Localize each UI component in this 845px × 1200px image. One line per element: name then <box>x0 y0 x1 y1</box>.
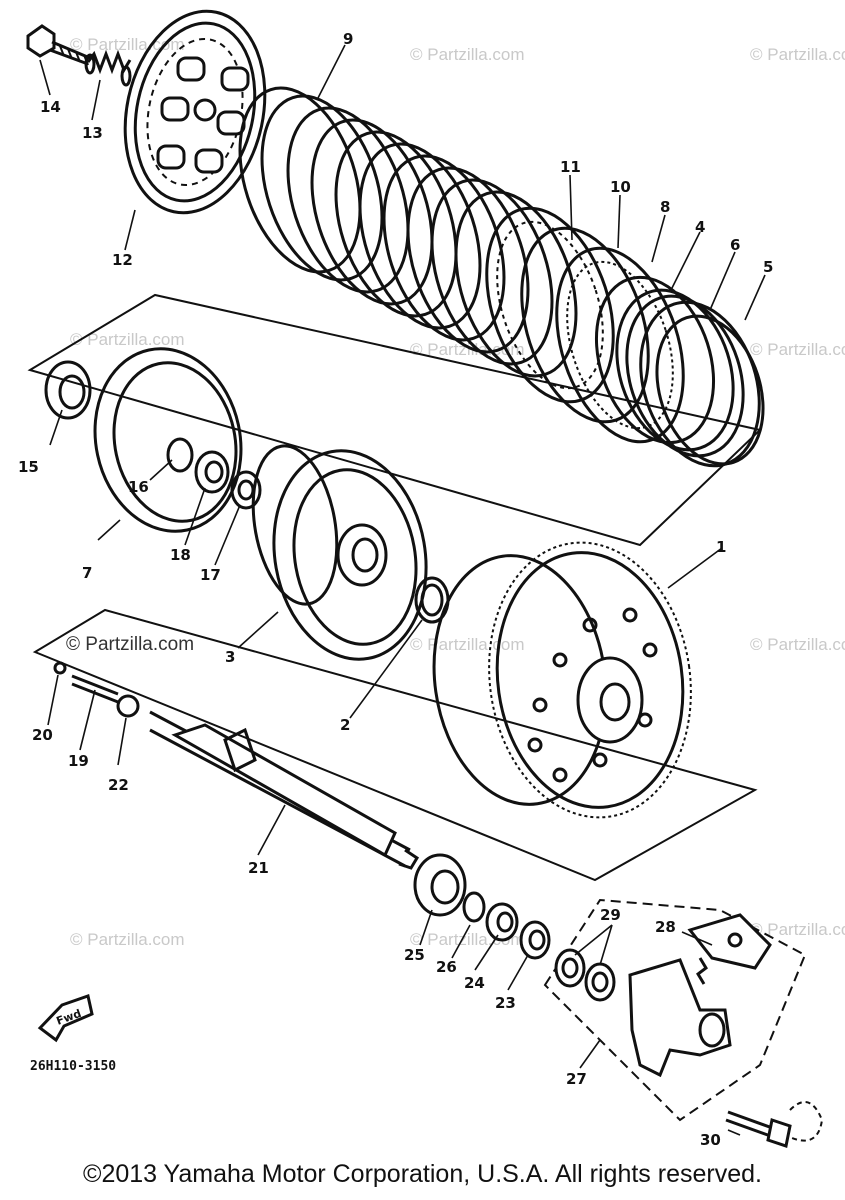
part-label-29: 29 <box>600 906 621 924</box>
part-label-10: 10 <box>610 178 631 196</box>
part-label-22: 22 <box>108 776 129 794</box>
bushing-part-24 <box>485 902 519 942</box>
part-label-26: 26 <box>436 958 457 976</box>
part-label-30: 30 <box>700 1131 721 1149</box>
watermark: © Partzilla.com <box>750 920 845 939</box>
spring-part-28 <box>687 913 772 985</box>
bearing-part-16 <box>166 437 194 473</box>
forward-arrow-icon: Fwd <box>37 994 94 1043</box>
part-label-19: 19 <box>68 752 89 770</box>
part-label-5: 5 <box>763 258 773 276</box>
push-rod-part-19 <box>71 674 119 704</box>
watermark: © Partzilla.com <box>70 35 185 54</box>
part-label-16: 16 <box>128 478 149 496</box>
part-label-14: 14 <box>40 98 61 116</box>
washer-part-26 <box>462 891 486 923</box>
assembly-outline-lever <box>543 898 807 1122</box>
ball-part-20 <box>53 661 67 675</box>
bearing-part-25 <box>413 853 467 917</box>
part-label-28: 28 <box>655 918 676 936</box>
oil-seal-part-15 <box>44 360 92 420</box>
part-label-9: 9 <box>343 30 353 48</box>
drawing-code: 26H110-3150 <box>30 1059 116 1074</box>
part-label-4: 4 <box>695 218 705 236</box>
part-label-27: 27 <box>566 1070 587 1088</box>
oil-seal-part-29 <box>554 948 616 1002</box>
watermark: © Partzilla.com <box>410 45 525 64</box>
part-label-25: 25 <box>404 946 425 964</box>
copyright-notice: ©2013 Yamaha Motor Corporation, U.S.A. A… <box>83 1160 762 1188</box>
part-label-17: 17 <box>200 566 221 584</box>
watermark: © Partzilla.com <box>70 930 185 949</box>
plate-part-7 <box>93 347 243 533</box>
part-label-3: 3 <box>225 648 235 666</box>
spring-part-13 <box>84 49 132 87</box>
pressure-plate-part-12 <box>123 9 267 215</box>
watermark: © Partzilla.com <box>70 330 185 349</box>
part-label-6: 6 <box>730 236 740 254</box>
part-label-2: 2 <box>340 716 350 734</box>
part-label-18: 18 <box>170 546 191 564</box>
part-label-13: 13 <box>82 124 103 142</box>
part-labels: 1 2 3 4 5 6 7 8 9 10 11 12 13 14 15 16 1… <box>18 30 773 1149</box>
part-label-23: 23 <box>495 994 516 1012</box>
part-label-20: 20 <box>32 726 53 744</box>
watermark: © Partzilla.com <box>750 45 845 64</box>
clutch-boss-part-3 <box>251 444 428 661</box>
part-label-11: 11 <box>560 158 581 176</box>
part-label-8: 8 <box>660 198 670 216</box>
watermark-dark: © Partzilla.com <box>66 634 194 655</box>
bolt-part-14 <box>26 24 91 66</box>
ball-part-22 <box>116 694 140 718</box>
part-label-12: 12 <box>112 251 133 269</box>
leader-lines <box>39 44 766 1136</box>
spring-part-6 <box>615 288 745 458</box>
assembly-outline-lower <box>32 608 758 882</box>
push-lever-part-27 <box>628 958 732 1078</box>
part-label-15: 15 <box>18 458 39 476</box>
push-rod-part-21 <box>149 710 420 870</box>
seal-part-23 <box>519 920 551 960</box>
watermark: © Partzilla.com <box>750 635 845 654</box>
watermarks: © Partzilla.com © Partzilla.com © Partzi… <box>70 35 845 949</box>
spring-part-5 <box>639 300 765 468</box>
bolt-part-30 <box>725 1101 824 1148</box>
clutch-plate-stack-part-9 <box>238 86 578 378</box>
part-label-1: 1 <box>716 538 726 556</box>
part-label-7: 7 <box>82 564 92 582</box>
collar-part-18 <box>194 450 230 494</box>
watermark: © Partzilla.com <box>750 340 845 359</box>
part-label-21: 21 <box>248 859 269 877</box>
clutch-housing-part-1 <box>432 541 692 819</box>
watermark: © Partzilla.com <box>410 635 525 654</box>
part-label-24: 24 <box>464 974 485 992</box>
plate-part-8 <box>555 246 685 444</box>
